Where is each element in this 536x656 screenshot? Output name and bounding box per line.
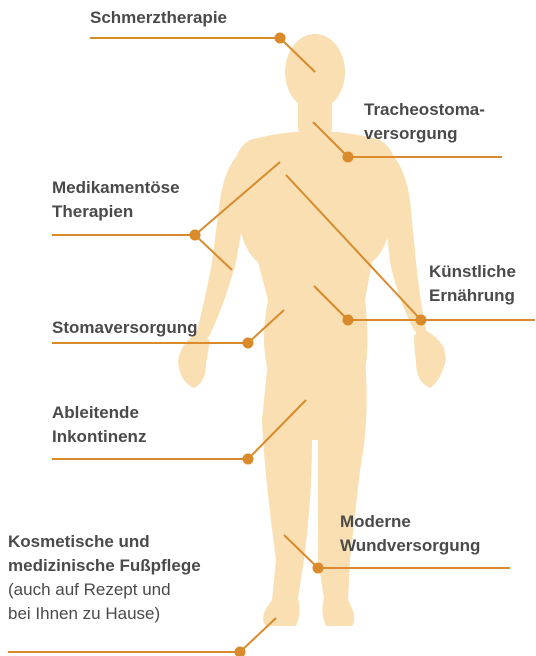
label-wund-line2: Wundversorgung bbox=[340, 534, 480, 558]
dot-stoma bbox=[243, 338, 254, 349]
label-kuenstliche-ernaehrung: Künstliche Ernährung bbox=[429, 260, 516, 308]
label-fusspflege: Kosmetische und medizinische Fußpflege (… bbox=[8, 530, 201, 626]
dot-ernaehrung-inner bbox=[343, 315, 354, 326]
dot-medikament bbox=[190, 230, 201, 241]
label-inkontinenz-line1: Ableitende bbox=[52, 401, 146, 425]
label-ableitende-inkontinenz: Ableitende Inkontinenz bbox=[52, 401, 146, 449]
label-stoma-line1: Stomaversorgung bbox=[52, 316, 197, 340]
label-fuss-line1: Kosmetische und bbox=[8, 530, 201, 554]
label-ernaehrung-line2: Ernährung bbox=[429, 284, 516, 308]
label-tracheo-line1: Tracheostoma- bbox=[364, 98, 485, 122]
label-fuss-line3: (auch auf Rezept und bbox=[8, 578, 201, 602]
label-schmerztherapie: Schmerztherapie bbox=[90, 6, 227, 30]
label-schmerz-line1: Schmerztherapie bbox=[90, 6, 227, 30]
label-tracheo-line2: versorgung bbox=[364, 122, 485, 146]
label-medikamentoese: Medikamentöse Therapien bbox=[52, 176, 180, 224]
dot-tracheo bbox=[343, 152, 354, 163]
label-fuss-line2: medizinische Fußpflege bbox=[8, 554, 201, 578]
label-medikament-line2: Therapien bbox=[52, 200, 180, 224]
dot-wund bbox=[313, 563, 324, 574]
dot-schmerz bbox=[275, 33, 286, 44]
label-tracheostoma: Tracheostoma- versorgung bbox=[364, 98, 485, 146]
label-moderne-wundversorgung: Moderne Wundversorgung bbox=[340, 510, 480, 558]
label-fuss-line4: bei Ihnen zu Hause) bbox=[8, 602, 201, 626]
label-inkontinenz-line2: Inkontinenz bbox=[52, 425, 146, 449]
dot-inkontinenz bbox=[243, 454, 254, 465]
label-medikament-line1: Medikamentöse bbox=[52, 176, 180, 200]
dot-ernaehrung-outer bbox=[416, 315, 427, 326]
label-ernaehrung-line1: Künstliche bbox=[429, 260, 516, 284]
label-wund-line1: Moderne bbox=[340, 510, 480, 534]
label-stomaversorgung: Stomaversorgung bbox=[52, 316, 197, 340]
